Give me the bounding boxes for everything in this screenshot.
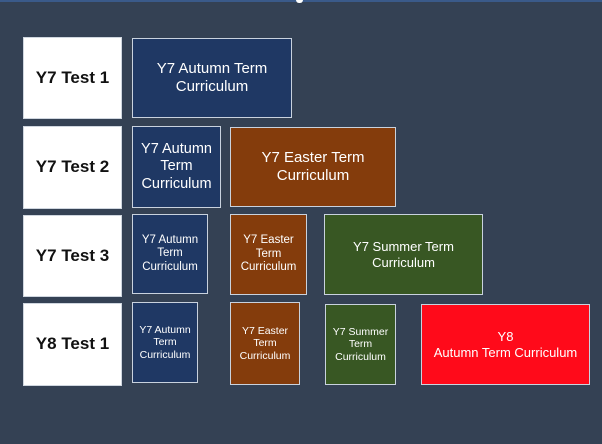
- top-marker: [296, 0, 303, 3]
- y7-summer-curriculum-box: Y7 Summer Term Curriculum: [324, 214, 483, 295]
- y7-autumn-curriculum-box: Y7 Autumn Term Curriculum: [132, 214, 208, 294]
- y7-autumn-curriculum-box: Y7 Autumn Term Curriculum: [132, 126, 221, 208]
- test-label-y7-test-3: Y7 Test 3: [23, 215, 122, 297]
- y7-easter-curriculum-box: Y7 Easter Term Curriculum: [230, 214, 307, 295]
- test-label-y7-test-1: Y7 Test 1: [23, 37, 122, 119]
- y7-autumn-curriculum-box: Y7 Autumn Term Curriculum: [132, 302, 198, 383]
- test-label-y8-test-1: Y8 Test 1: [23, 303, 122, 386]
- y7-autumn-curriculum-box: Y7 Autumn Term Curriculum: [132, 38, 292, 118]
- test-label-y7-test-2: Y7 Test 2: [23, 126, 122, 209]
- y7-easter-curriculum-box: Y7 Easter Term Curriculum: [230, 302, 300, 385]
- y7-easter-curriculum-box: Y7 Easter Term Curriculum: [230, 127, 396, 207]
- y8-autumn-curriculum-box: Y8 Autumn Term Curriculum: [421, 304, 590, 385]
- y7-summer-curriculum-box: Y7 Summer Term Curriculum: [325, 304, 396, 385]
